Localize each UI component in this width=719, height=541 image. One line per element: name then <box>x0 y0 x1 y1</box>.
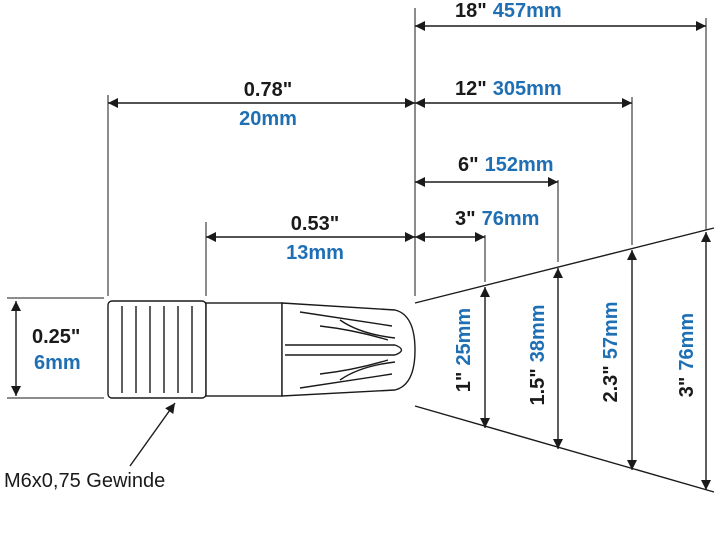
thread-leader <box>129 402 176 467</box>
label-diameter-inch: 0.25" <box>32 326 80 348</box>
nozzle-drawing <box>107 300 416 399</box>
extension-lines <box>7 8 707 399</box>
label-18in: 18"457mm <box>455 0 562 22</box>
label-body-length-mm: 13mm <box>286 242 344 264</box>
label-width-1in: 1"25mm <box>453 308 475 392</box>
label-width-15in: 1.5"38mm <box>527 304 549 405</box>
label-diameter-mm: 6mm <box>34 352 81 374</box>
body-collar <box>205 302 283 397</box>
label-12in: 12"305mm <box>455 78 562 100</box>
thread-label: M6x0,75 Gewinde <box>4 470 165 492</box>
spray-edge-top <box>414 227 715 304</box>
label-body-length-inch: 0.53" <box>291 213 339 235</box>
label-width-23in: 2.3"57mm <box>600 301 622 402</box>
label-width-3in: 3"76mm <box>676 313 698 397</box>
nozzle-tip <box>281 302 416 397</box>
label-6in: 6"152mm <box>458 154 554 176</box>
label-3in: 3"76mm <box>455 208 539 230</box>
label-total-length-mm: 20mm <box>239 108 297 130</box>
spray-edge-bottom <box>414 405 715 493</box>
spray-fan <box>414 227 715 493</box>
label-total-length-inch: 0.78" <box>244 79 292 101</box>
